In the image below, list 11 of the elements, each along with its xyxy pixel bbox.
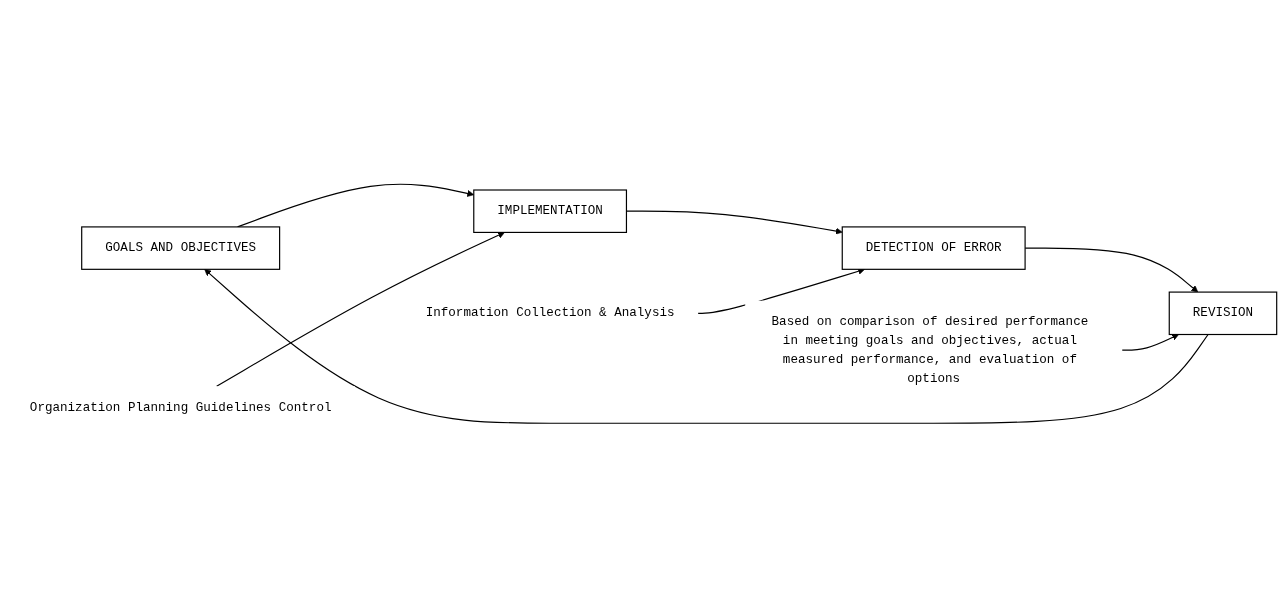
node-text: Based on comparison of desired performance in meeting goals and objectives, actual measured performance, and evaluation of options [771,315,1089,387]
node-text: Information Collection & Analysis [425,306,675,321]
node-box: REVISION [1168,292,1278,336]
arrow [697,268,865,315]
node-text: Organization Planning Guidelines Control [29,400,332,416]
node-box: IMPLEMENTATION [473,189,628,234]
node-box: DETECTION OF ERROR [841,226,1026,271]
arrow [204,269,1209,425]
arrow [1121,334,1179,352]
node-box: GOALS AND OBJECTIVES [81,226,281,271]
arrow [216,232,505,388]
